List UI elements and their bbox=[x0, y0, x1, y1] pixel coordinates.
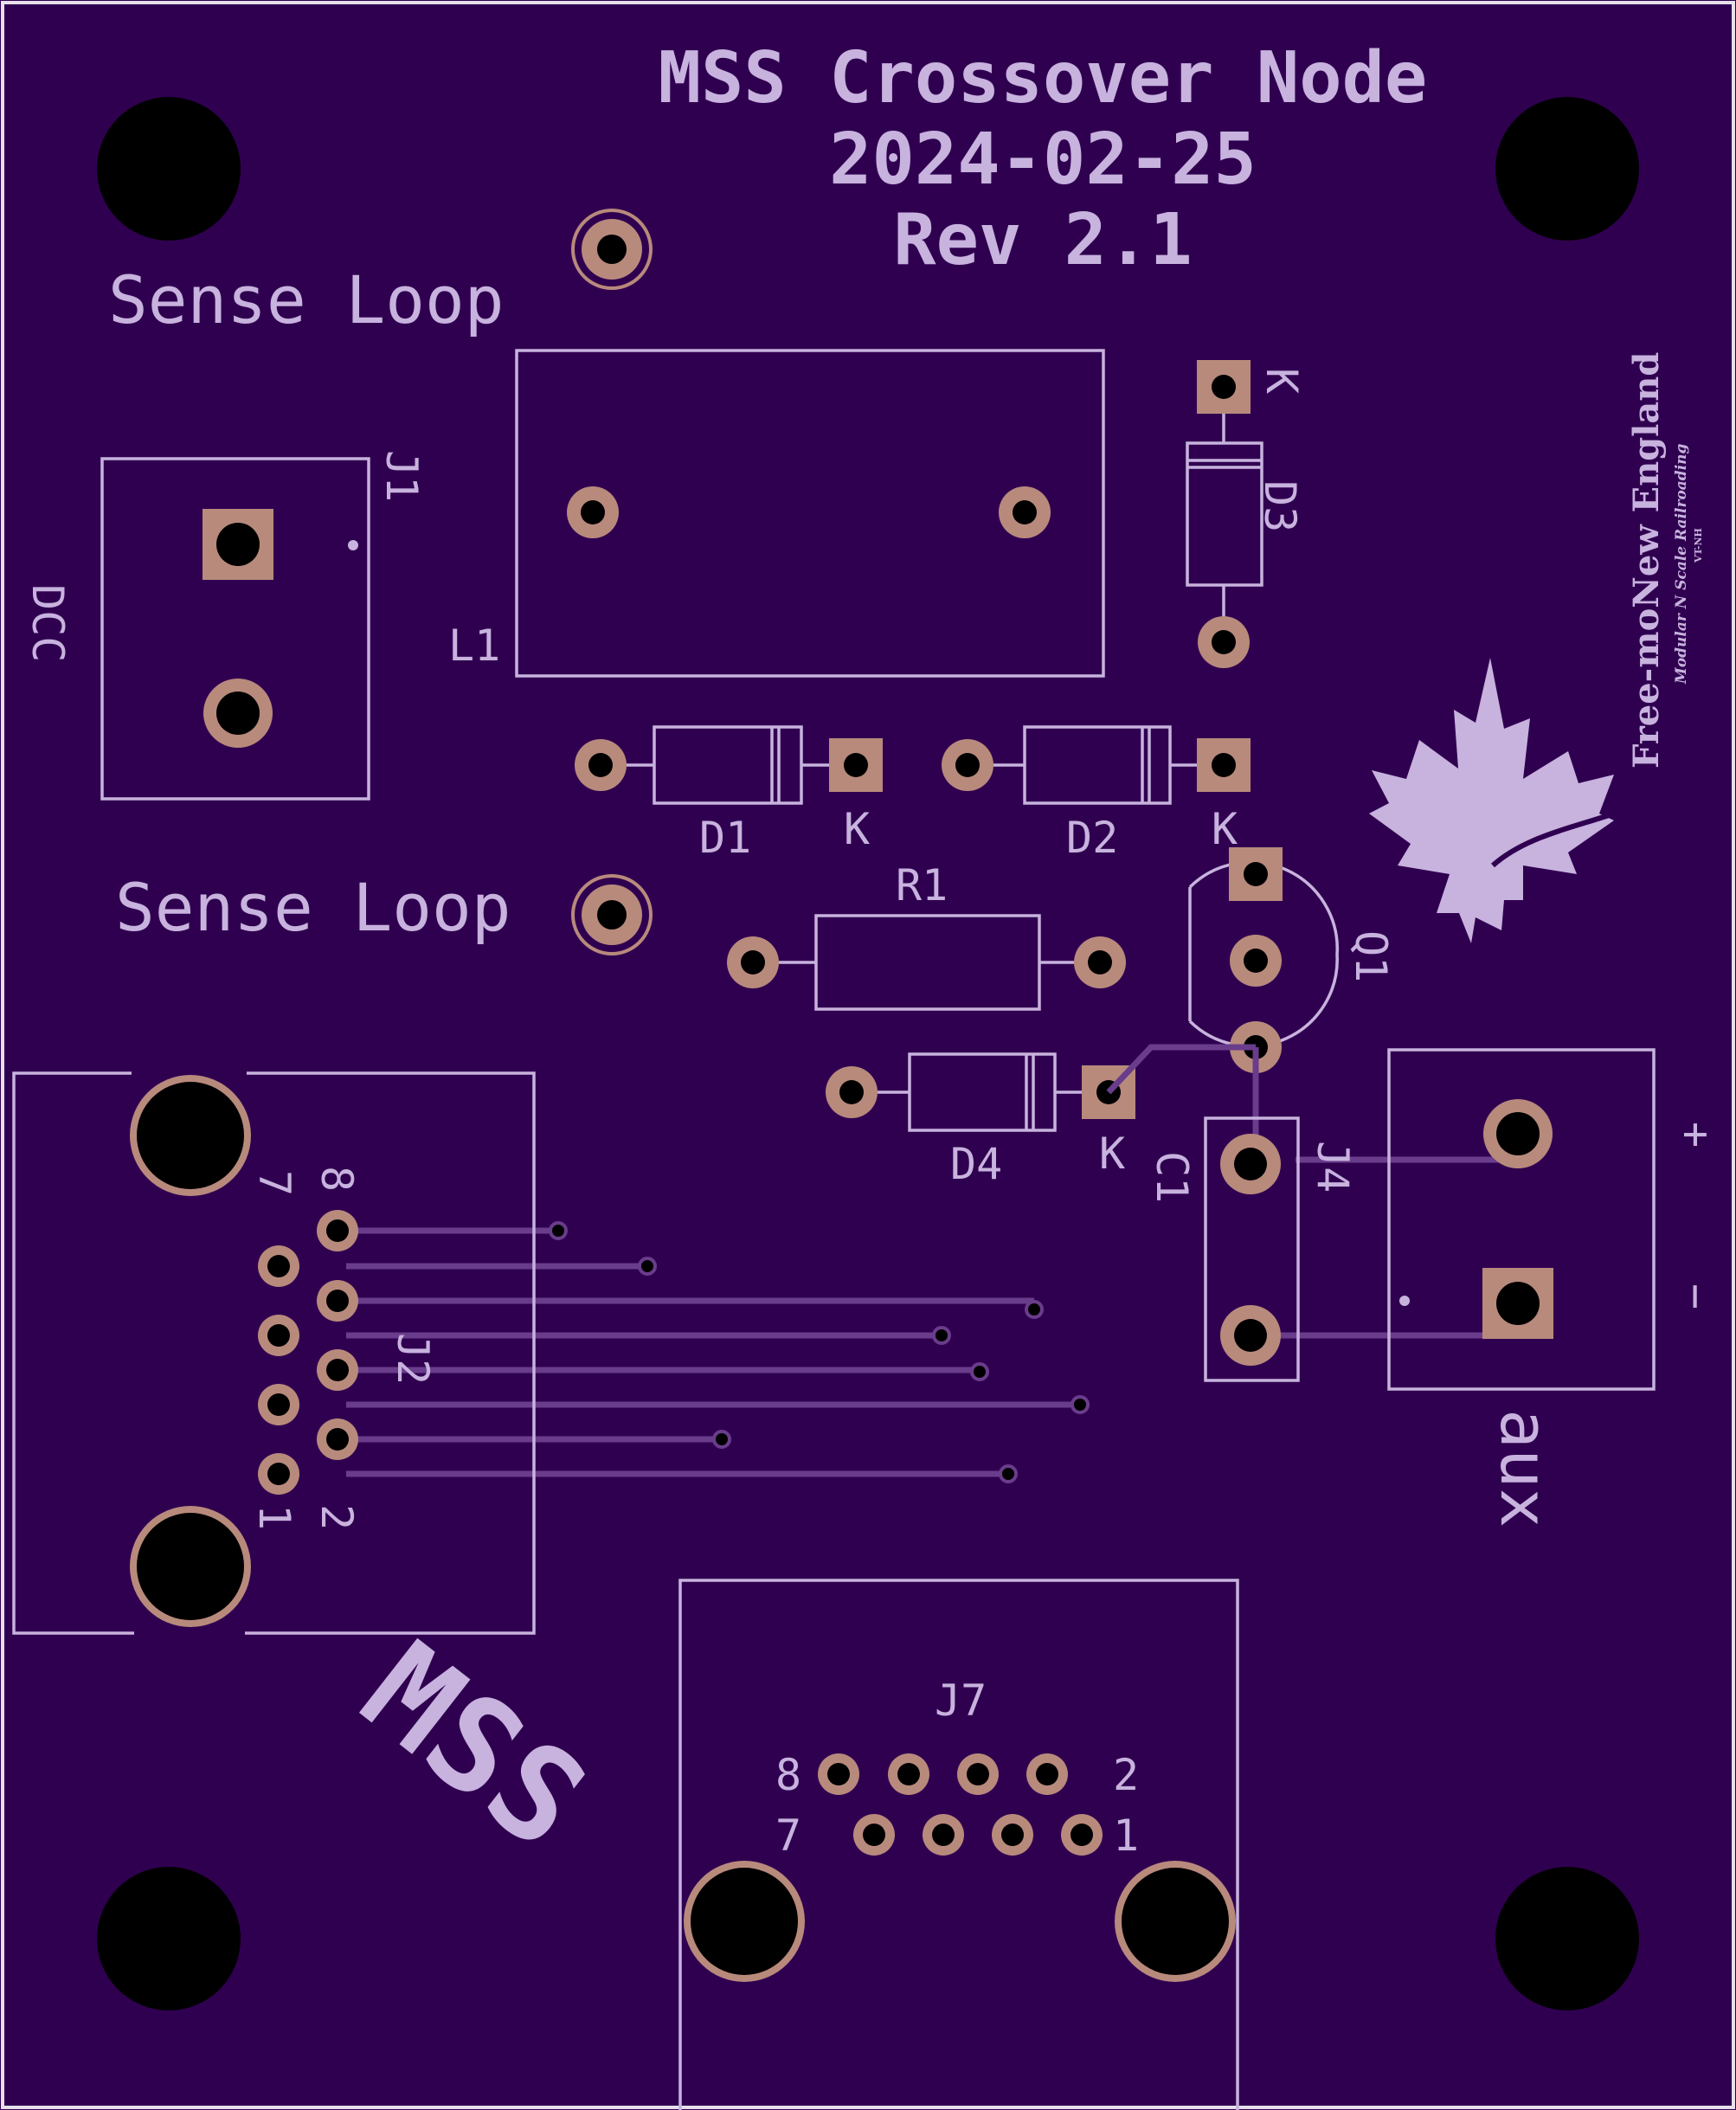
ref-d2: D2 bbox=[1066, 813, 1118, 863]
ref-j7: J7 bbox=[935, 1676, 987, 1726]
j2-pin1-label: 1 bbox=[249, 1504, 299, 1530]
maple-leaf-icon bbox=[1369, 658, 1650, 943]
d2-k-label: K bbox=[1212, 804, 1238, 854]
ref-j2: J2 bbox=[388, 1333, 438, 1385]
j7-pin1-label: 1 bbox=[1113, 1811, 1139, 1861]
title-line3: Rev 2.1 bbox=[893, 199, 1193, 281]
ref-q1: Q1 bbox=[1346, 930, 1396, 982]
connector-j2 bbox=[12, 1071, 536, 1635]
title-line2: 2024-02-25 bbox=[829, 119, 1257, 201]
transistor-q1 bbox=[1188, 847, 1339, 1073]
diode-d1 bbox=[575, 725, 883, 805]
mounting-hole-top-left bbox=[97, 97, 241, 241]
ref-r1: R1 bbox=[896, 860, 948, 910]
copper-traces bbox=[346, 1044, 1518, 1483]
sense-loop-label-bottom: Sense Loop bbox=[115, 869, 511, 946]
sense-loop-pad-bottom bbox=[571, 874, 653, 955]
ref-j1: J1 bbox=[376, 450, 427, 502]
aux-label: aux bbox=[1486, 1409, 1563, 1528]
d4-k-label: K bbox=[1099, 1129, 1125, 1179]
j2-pin2-label: 2 bbox=[312, 1504, 362, 1530]
title-line1: MSS Crossover Node bbox=[659, 37, 1428, 119]
j7-pin7-label: 7 bbox=[775, 1811, 801, 1861]
connector-j4 bbox=[1387, 1048, 1656, 1391]
logo-name: Free-moNew England bbox=[1626, 352, 1667, 769]
capacitor-c1 bbox=[1204, 1116, 1300, 1382]
dcc-label: DCC bbox=[23, 584, 73, 662]
mounting-hole-bottom-right bbox=[1495, 1867, 1639, 2010]
resistor-r1 bbox=[727, 914, 1126, 1011]
ref-l1: L1 bbox=[448, 621, 500, 671]
j2-pin8-label: 8 bbox=[312, 1166, 362, 1192]
d1-k-label: K bbox=[844, 804, 870, 854]
aux-plus-label: + bbox=[1671, 1122, 1721, 1148]
d3-k-label: K bbox=[1257, 368, 1307, 394]
aux-minus-label: − bbox=[1671, 1283, 1721, 1309]
sense-loop-label-top: Sense Loop bbox=[108, 261, 505, 338]
ref-j4: J4 bbox=[1308, 1141, 1358, 1193]
j7-pin8-label: 8 bbox=[775, 1750, 801, 1800]
ref-d1: D1 bbox=[699, 813, 751, 863]
logo-small: VT-NH bbox=[1693, 528, 1704, 563]
mounting-hole-top-right bbox=[1495, 97, 1639, 241]
mounting-hole-bottom-left bbox=[97, 1867, 241, 2010]
j2-pin7-label: 7 bbox=[249, 1170, 299, 1196]
diode-d3 bbox=[1186, 360, 1263, 668]
logo-tagline: Modular N Scale Railroading bbox=[1673, 443, 1690, 685]
ref-c1: C1 bbox=[1147, 1151, 1197, 1203]
connector-j1 bbox=[100, 457, 370, 801]
ref-d4: D4 bbox=[950, 1139, 1002, 1189]
diode-d2 bbox=[942, 725, 1251, 805]
connector-j7 bbox=[678, 1579, 1239, 2110]
sense-loop-pad-top bbox=[571, 209, 653, 290]
inductor-l1 bbox=[515, 349, 1105, 678]
ref-d3: D3 bbox=[1255, 480, 1305, 532]
j7-pin2-label: 2 bbox=[1113, 1750, 1139, 1800]
